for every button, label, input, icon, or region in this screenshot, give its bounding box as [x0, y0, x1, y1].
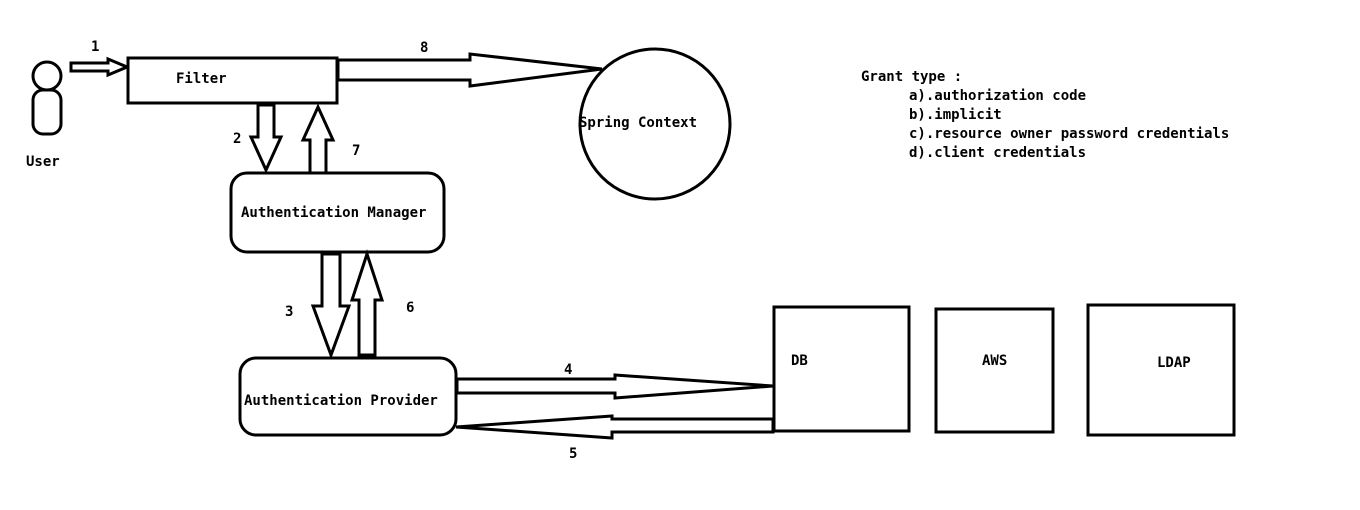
- spring-context-circle: [578, 47, 732, 201]
- step-2-label: 2: [233, 131, 241, 147]
- grant-type-heading: Grant type :: [861, 69, 962, 85]
- step-4-label: 4: [564, 362, 572, 378]
- arrow-step-3: [310, 252, 352, 360]
- step-3-label: 3: [285, 304, 293, 320]
- arrow-step-6: [349, 249, 385, 357]
- step-5-label: 5: [569, 446, 577, 462]
- aws-box: [934, 307, 1055, 434]
- grant-type-block: Grant type : a).authorization code b).im…: [861, 69, 1229, 161]
- grant-type-item: a).authorization code: [909, 88, 1086, 104]
- grant-type-item: c).resource owner password credentials: [909, 126, 1229, 142]
- ldap-box: [1086, 303, 1236, 437]
- user-icon: [31, 60, 63, 136]
- arrow-step-8: [336, 52, 603, 88]
- authentication-provider-box: [238, 356, 458, 437]
- aws-label: AWS: [982, 353, 1007, 369]
- ldap-label: LDAP: [1157, 355, 1191, 371]
- arrow-step-4: [455, 373, 774, 400]
- db-box: [772, 305, 911, 433]
- grant-type-item: d).client credentials: [909, 145, 1086, 161]
- spring-context-label: Spring Context: [579, 115, 697, 131]
- arrow-step-7: [300, 103, 336, 175]
- arrow-step-5: [455, 414, 775, 440]
- user-label: User: [26, 154, 60, 170]
- step-6-label: 6: [406, 300, 414, 316]
- arrow-step-2: [248, 103, 284, 174]
- step-8-label: 8: [420, 40, 428, 56]
- step-1-label: 1: [91, 39, 99, 55]
- authentication-manager-label: Authentication Manager: [241, 205, 426, 221]
- arrow-step-1: [69, 56, 131, 78]
- filter-label: Filter: [176, 71, 227, 87]
- db-label: DB: [791, 353, 808, 369]
- grant-type-item: b).implicit: [909, 107, 1002, 123]
- authentication-provider-label: Authentication Provider: [244, 393, 438, 409]
- authentication-manager-box: [229, 171, 446, 254]
- step-7-label: 7: [352, 143, 360, 159]
- filter-box: [126, 56, 339, 105]
